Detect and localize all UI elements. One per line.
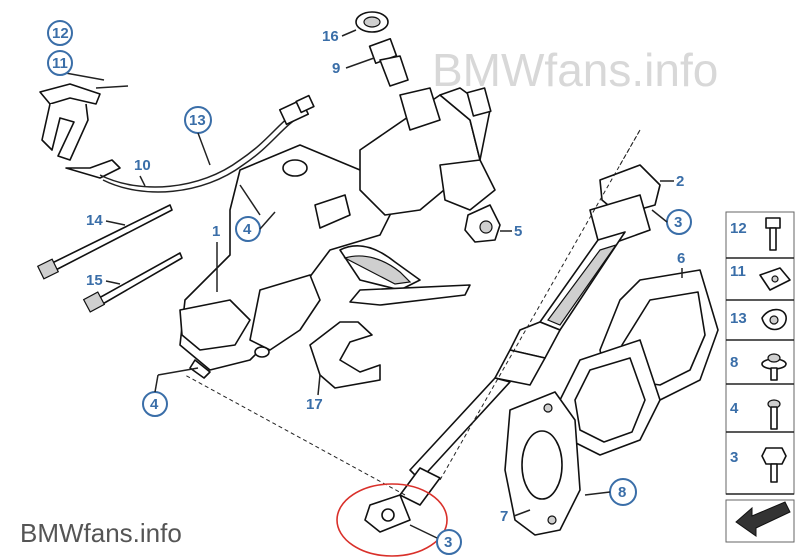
svg-text:8: 8: [618, 484, 626, 501]
callout-6: 6: [677, 250, 685, 267]
spring-clip-icon: [761, 308, 787, 331]
svg-text:3: 3: [444, 534, 452, 551]
svg-text:15: 15: [86, 272, 103, 289]
callout-1: 1: [212, 223, 220, 240]
callout-7: 7: [500, 508, 508, 525]
svg-text:2: 2: [676, 173, 684, 190]
svg-text:17: 17: [306, 396, 323, 413]
callout-3-lower: 3: [436, 529, 462, 555]
cable-tie-15: [89, 252, 183, 310]
collar-screw-icon: [761, 353, 787, 381]
sensor-9: [368, 37, 409, 87]
part-5: [464, 204, 501, 243]
svg-text:11: 11: [52, 55, 68, 72]
flange-nut-icon: [761, 447, 787, 483]
side-label-13: 13: [730, 310, 747, 327]
cable-tie-14: [41, 204, 173, 276]
svg-text:14: 14: [86, 212, 103, 229]
callout-10: 10: [134, 157, 151, 174]
svg-text:9: 9: [332, 60, 340, 77]
callout-17: 17: [306, 396, 323, 413]
callout-16: 16: [322, 28, 339, 45]
clip-icon: [759, 267, 791, 291]
svg-text:4: 4: [150, 396, 159, 413]
column-housing: [179, 144, 396, 379]
callout-12: 12: [47, 20, 73, 46]
intermediate-shaft: [364, 164, 661, 533]
fastener-side-panel: 12 11 13 8 4 3: [725, 211, 795, 543]
screw-icon: [767, 399, 781, 430]
callout-4-upper: 4: [235, 216, 261, 242]
svg-text:13: 13: [189, 112, 206, 129]
callout-9: 9: [332, 60, 340, 77]
callout-2: 2: [676, 173, 684, 190]
svg-text:3: 3: [674, 214, 682, 231]
side-label-11: 11: [730, 263, 746, 280]
boot-6: [559, 269, 719, 456]
callout-15: 15: [86, 272, 103, 289]
side-label-12: 12: [730, 220, 747, 237]
return-arrow-icon: [735, 501, 791, 537]
highlight-circle: [336, 483, 448, 557]
callout-14: 14: [86, 212, 103, 229]
hex-bolt-icon: [765, 217, 781, 251]
svg-text:12: 12: [52, 25, 69, 42]
side-label-4: 4: [730, 400, 739, 417]
watermark-top: BMWfans.info: [432, 44, 718, 96]
svg-text:10: 10: [134, 157, 151, 174]
svg-text:7: 7: [500, 508, 508, 525]
side-label-3: 3: [730, 449, 738, 466]
plate-7: [504, 391, 581, 536]
callout-5: 5: [514, 223, 522, 240]
callout-4-lower: 4: [142, 391, 168, 417]
cable-10: [99, 109, 301, 188]
svg-text:4: 4: [243, 221, 252, 238]
side-label-8: 8: [730, 354, 738, 371]
svg-text:5: 5: [514, 223, 522, 240]
bracket-assembly: [39, 83, 129, 179]
svg-text:1: 1: [212, 223, 220, 240]
callout-13: 13: [184, 106, 212, 134]
svg-text:6: 6: [677, 250, 685, 267]
callout-8: 8: [609, 478, 637, 506]
callout-3-upper: 3: [666, 209, 692, 235]
callout-11: 11: [47, 50, 73, 76]
upper-jacket: [339, 87, 496, 291]
bracket-17: [309, 321, 381, 389]
svg-text:16: 16: [322, 28, 339, 45]
watermark-bottom: BMWfans.info: [20, 518, 182, 548]
